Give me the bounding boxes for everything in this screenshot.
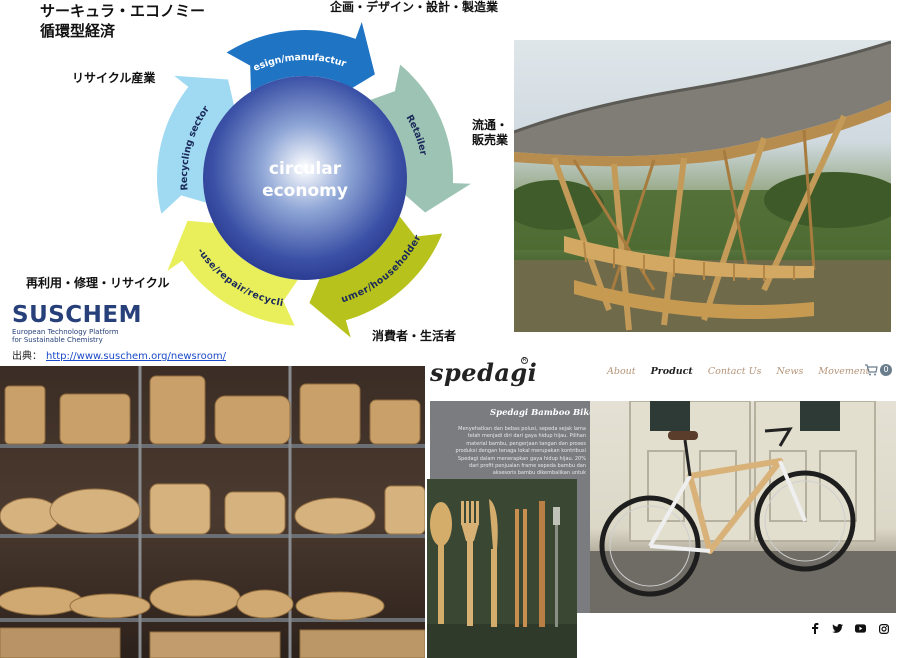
label-retail-jp-line1: 流通・: [472, 118, 509, 132]
product-description: Menyehatkan dan bebas polusi, sepeda sej…: [455, 426, 586, 477]
bike-illustration: [590, 401, 896, 613]
label-consumer-jp: 消費者・生活者: [372, 329, 457, 343]
nav-news[interactable]: News: [776, 366, 804, 377]
arrow-recycling: [157, 75, 239, 214]
nav-movement[interactable]: Movement: [818, 366, 870, 377]
source-label: 出典：: [12, 351, 42, 362]
arrow-consumer: [309, 216, 443, 338]
label-design-jp: 企画・デザイン・設計・製造業: [330, 0, 499, 14]
label-retail-jp-line2: 販売業: [472, 133, 509, 147]
arrow-retailer: [370, 64, 471, 213]
cart-icon: [865, 364, 878, 376]
label-reuse-jp: 再利用・修理・リサイクル: [26, 276, 170, 290]
pavilion-illustration: [514, 40, 891, 332]
facebook-icon[interactable]: [809, 623, 820, 634]
bamboo-basket-shop-photo: [0, 366, 425, 658]
diagram-title-line1: サーキュラ・エコノミー: [40, 2, 206, 20]
cart-button[interactable]: 0: [864, 364, 892, 376]
cart-count-badge: 0: [880, 364, 892, 376]
cycle-arrows: [157, 22, 471, 338]
spedagi-nav: About Product Contact Us News Movement: [607, 366, 884, 377]
basket-shelves-illustration: [0, 366, 425, 658]
arrow-design: [226, 22, 375, 100]
bamboo-pavilion-photo: [514, 40, 891, 332]
product-hero: Spedagi Bamboo Bike Menyehatkan dan beba…: [430, 401, 896, 613]
suschem-logo: SUSCHEM European Technology Platform for…: [12, 302, 142, 344]
label-recycling-jp: リサイクル産業: [72, 71, 156, 85]
bamboo-utensil-set-photo: [427, 479, 577, 658]
cycle-graphic: circular economy Design/manufactureRetai…: [0, 0, 471, 338]
center-label-line1: circular: [269, 159, 342, 179]
suschem-subtitle-line2: for Sustainable Chemistry: [12, 336, 103, 344]
center-disc: [203, 76, 407, 280]
youtube-icon[interactable]: [855, 623, 866, 634]
arrow-reuse: [167, 220, 298, 326]
diagram-title-line2: 循環型経済: [40, 22, 116, 40]
bamboo-bike-photo: [590, 401, 896, 613]
spedagi-logo[interactable]: spedagi: [430, 358, 538, 387]
instagram-icon[interactable]: [878, 623, 889, 634]
suschem-subtitle-line1: European Technology Platform: [12, 328, 119, 336]
suschem-wordmark: SUSCHEM: [12, 302, 143, 328]
utensil-illustration: [427, 479, 577, 658]
circular-economy-diagram: circular economy Design/manufactureRetai…: [0, 0, 512, 362]
registered-mark: R: [521, 357, 528, 364]
twitter-icon[interactable]: [832, 623, 843, 634]
source-credit: 出典： http://www.suschem.org/newsroom/: [12, 347, 226, 362]
source-link[interactable]: http://www.suschem.org/newsroom/: [46, 351, 226, 362]
nav-contact-us[interactable]: Contact Us: [707, 366, 762, 377]
nav-about[interactable]: About: [607, 366, 636, 377]
center-label-line2: economy: [262, 181, 348, 201]
social-links: [809, 623, 889, 634]
nav-product[interactable]: Product: [650, 366, 693, 377]
product-title: Spedagi Bamboo Bike: [490, 408, 595, 418]
